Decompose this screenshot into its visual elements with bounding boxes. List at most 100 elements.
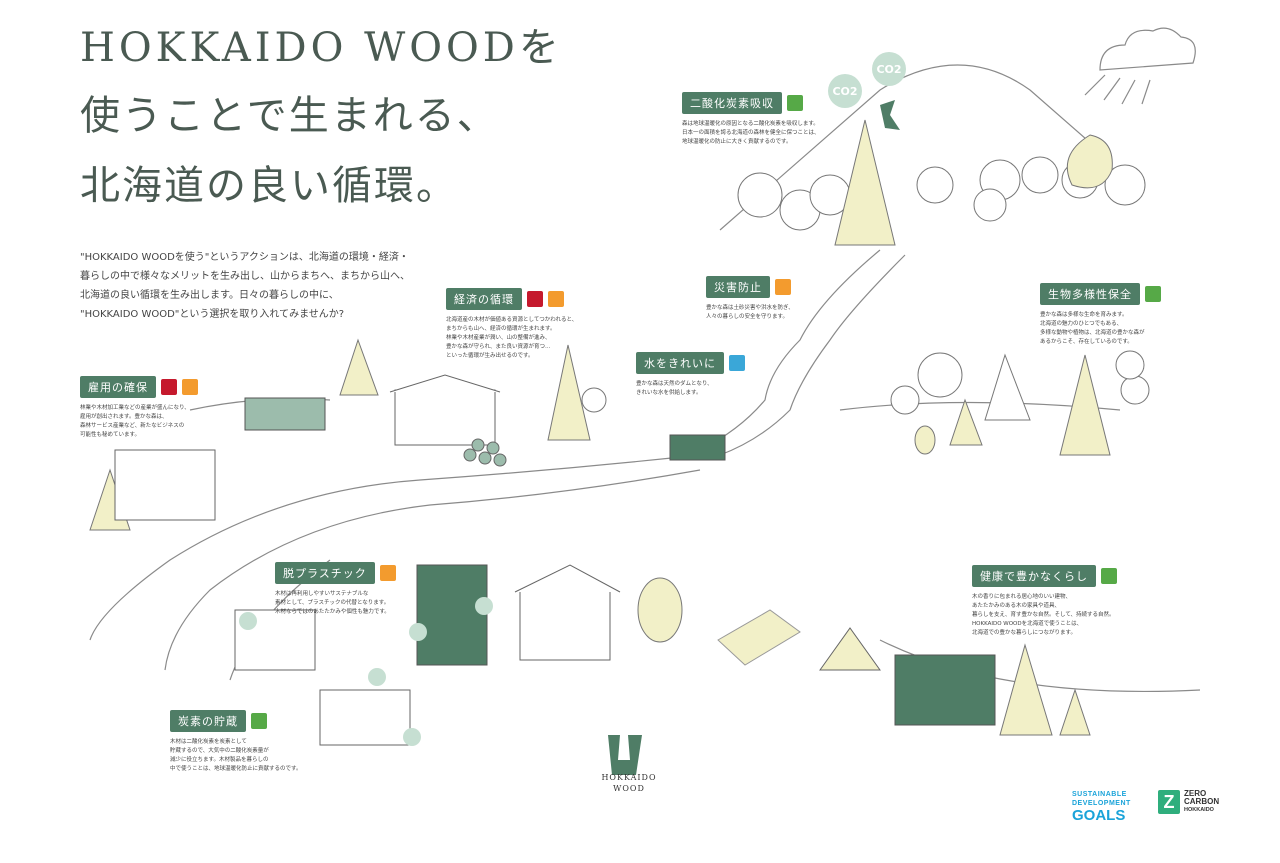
sdg-badge-icon: [1145, 286, 1161, 302]
callout-line: 豊かな森は天然のダムとなり、: [636, 381, 713, 387]
callout-line: 林業や木材加工業などの産業が盛んになり、: [80, 405, 190, 411]
callout-label: 水をきれいに: [636, 352, 724, 374]
brand-logo: HOKKAIDO WOOD: [594, 728, 664, 794]
sdg-badge-icon: [775, 279, 791, 295]
intro-line: 暮らしの中で様々なメリットを生み出し、山からまちへ、まちから山へ、: [80, 271, 410, 282]
callout-carbon-storage: 炭素の貯蔵 木材は二酸化炭素を炭素として 貯蔵するので、大気中の二酸化炭素量が …: [170, 710, 301, 774]
sdg-badge-icon: [548, 291, 564, 307]
callout-co2-absorption: 二酸化炭素吸収 森は地球温暖化の原因となる二酸化炭素を吸収します。 日本一の面積…: [682, 92, 820, 147]
callout-wellbeing: 健康で豊かなくらし 木の香りに包まれる居心地のいい建物、 あたたかみのある木の家…: [972, 565, 1117, 638]
callout-line: まちからも山へ、経済の循環が生まれます。: [446, 326, 556, 332]
brand-wordmark: HOKKAIDO WOOD: [594, 772, 664, 794]
sdg-badge-icon: [379, 565, 396, 581]
cloud: [1099, 27, 1196, 71]
callout-line: 雇用が創出されます。豊かな森は、: [80, 414, 168, 420]
callout-line: 豊かな森は多様な生命を育みます。: [1040, 312, 1128, 318]
sun-rays: [1084, 74, 1151, 105]
callout-label: 炭素の貯蔵: [170, 710, 246, 732]
co2-bubble: CO2: [872, 52, 906, 86]
callout-label: 脱プラスチック: [275, 562, 375, 584]
zero-carbon-logo: Z ZERO CARBON HOKKAIDO: [1158, 790, 1219, 814]
title-line-1: HOKKAIDO WOODを: [80, 25, 563, 71]
callout-body: 木材は再利用しやすいサステナブルな 素材として、プラスチックの代替となります。 …: [275, 590, 396, 617]
callout-line: 林業や木材産業が潤い、山の整備が進み、: [446, 335, 551, 341]
sdgs-line: SUSTAINABLE: [1072, 791, 1127, 798]
callout-disaster: 災害防止 豊かな森は土砂災害や洪水を防ぎ、 人々の暮らしの安全を守ります。: [706, 276, 794, 322]
callout-line: 北海道での豊かな暮らしにつながります。: [972, 630, 1076, 636]
callout-body: 豊かな森は天然のダムとなり、 きれいな水を供給します。: [636, 380, 745, 398]
callout-line: 木材は再利用しやすいサステナブルな: [275, 591, 369, 597]
callout-line: 貯蔵するので、大気中の二酸化炭素量が: [170, 748, 269, 754]
brand-line: WOOD: [613, 784, 645, 793]
title-line-2: 使うことで生まれる、: [80, 93, 499, 139]
sdgs-line: GOALS: [1072, 807, 1126, 824]
callout-line: 木材は二酸化炭素を炭素として: [170, 739, 247, 745]
brand-line: HOKKAIDO: [601, 773, 657, 782]
road: [89, 454, 701, 641]
callout-line: 素材として、プラスチックの代替となります。: [275, 600, 390, 606]
callout-line: あるからこそ、存在しているのです。: [1040, 339, 1133, 345]
callout-line: 北海道の魅力のひとつでもある、: [1040, 321, 1123, 327]
callout-body: 豊かな森は多様な生命を育みます。 北海道の魅力のひとつでもある、 多様な動物や植…: [1040, 311, 1161, 347]
callout-line: 北海道産の木材が価値ある資源としてつかわれると、: [446, 317, 578, 323]
callout-deplastic: 脱プラスチック 木材は再利用しやすいサステナブルな 素材として、プラスチックの代…: [275, 562, 396, 617]
callout-line: あたたかみのある木の家具や道具、: [972, 603, 1061, 609]
callout-body: 木材は二酸化炭素を炭素として 貯蔵するので、大気中の二酸化炭素量が 減少に役立ち…: [170, 738, 301, 774]
callout-line: 日本一の面積を誇る北海道の森林を健全に保つことは、: [682, 130, 820, 136]
callout-line: 多様な動物や植物は、北海道の豊かな森が: [1040, 330, 1145, 336]
callout-line: 豊かな森は土砂災害や洪水を防ぎ、: [706, 305, 794, 311]
warehouse: [394, 389, 496, 446]
tall-wood-building: [416, 564, 488, 666]
zc-line: HOKKAIDO: [1184, 807, 1214, 813]
sdg-badge-icon: [182, 379, 198, 395]
hokkaido-wood-logo: [608, 735, 642, 775]
callout-label: 経済の循環: [446, 288, 522, 310]
sdg-badge-icon: [161, 379, 177, 395]
callout-line: 暮らしを支え、育す豊かな自然。そして、持続する自然。: [972, 612, 1115, 618]
callout-body: 木の香りに包まれる居心地のいい建物、 あたたかみのある木の家具や道具、 暮らしを…: [972, 593, 1117, 638]
pine-tree: [834, 119, 896, 246]
callout-line: 地球温暖化の防止に大きく貢献するのです。: [682, 139, 792, 145]
callout-line: きれいな水を供給します。: [636, 390, 702, 396]
intro-line: "HOKKAIDO WOODを使う"というアクションは、北海道の環境・経済・: [80, 252, 409, 263]
sdg-badge-icon: [1101, 568, 1117, 584]
zc-line: ZERO: [1184, 789, 1207, 798]
intro-line: 北海道の良い循環を生み出します。日々の暮らしの中に、: [80, 290, 339, 301]
callout-body: 豊かな森は土砂災害や洪水を防ぎ、 人々の暮らしの安全を守ります。: [706, 304, 794, 322]
sdg-badge-icon: [251, 713, 267, 729]
callout-line: 森林サービス産業など、新たなビジネスの: [80, 423, 185, 429]
callout-line: 森は地球温暖化の原因となる二酸化炭素を吸収します。: [682, 121, 819, 127]
sdg-badge-icon: [729, 355, 745, 371]
callout-line: 木材ならではのあたたかみや個性も魅力です。: [275, 609, 390, 615]
callout-biodiversity: 生物多様性保全 豊かな森は多様な生命を育みます。 北海道の魅力のひとつでもある、…: [1040, 283, 1161, 347]
zero-carbon-icon: Z: [1158, 790, 1180, 814]
callout-body: 森は地球温暖化の原因となる二酸化炭素を吸収します。 日本一の面積を誇る北海道の森…: [682, 120, 820, 147]
callout-line: 減少に役立ちます。木材製品を暮らしの: [170, 757, 269, 763]
callout-body: 林業や木材加工業などの産業が盛んになり、 雇用が創出されます。豊かな森は、 森林…: [80, 404, 198, 440]
zc-line: CARBON: [1184, 797, 1220, 806]
title-line-3: 北海道の良い循環。: [80, 163, 458, 209]
cabin: [894, 654, 996, 726]
callout-employment: 雇用の確保 林業や木材加工業などの産業が盛んになり、 雇用が創出されます。豊かな…: [80, 376, 198, 440]
co2-bubble: CO2: [828, 74, 862, 108]
callout-line: 木の香りに包まれる居心地のいい建物、: [972, 594, 1072, 600]
callout-label: 二酸化炭素吸収: [682, 92, 782, 114]
callout-line: といった循環が生み出せるのです。: [446, 353, 534, 359]
callout-line: 可能性も秘めています。: [80, 432, 140, 438]
sdgs-logo: SUSTAINABLE DEVELOPMENT GOALS: [1072, 790, 1131, 824]
intro-line: "HOKKAIDO WOOD"という選択を取り入れてみませんか?: [80, 309, 345, 320]
zero-carbon-text: ZERO CARBON HOKKAIDO: [1184, 790, 1219, 814]
callout-water: 水をきれいに 豊かな森は天然のダムとなり、 きれいな水を供給します。: [636, 352, 745, 398]
callout-line: HOKKAIDO WOODを北海道で使うことは、: [972, 621, 1083, 627]
sdgs-line: DEVELOPMENT: [1072, 800, 1131, 807]
co2-arrow: [880, 100, 900, 130]
callout-line: 中で使うことは、地球温暖化防止に貢献するのです。: [170, 766, 302, 772]
sdg-badge-icon: [787, 95, 803, 111]
page-title: HOKKAIDO WOODを 使うことで生まれる、 北海道の良い循環。: [80, 28, 563, 206]
callout-label: 生物多様性保全: [1040, 283, 1140, 305]
callout-line: 豊かな森が守られ、また良い資源が育つ…: [446, 344, 551, 350]
river: [699, 249, 881, 451]
sdg-badge-icon: [527, 291, 543, 307]
